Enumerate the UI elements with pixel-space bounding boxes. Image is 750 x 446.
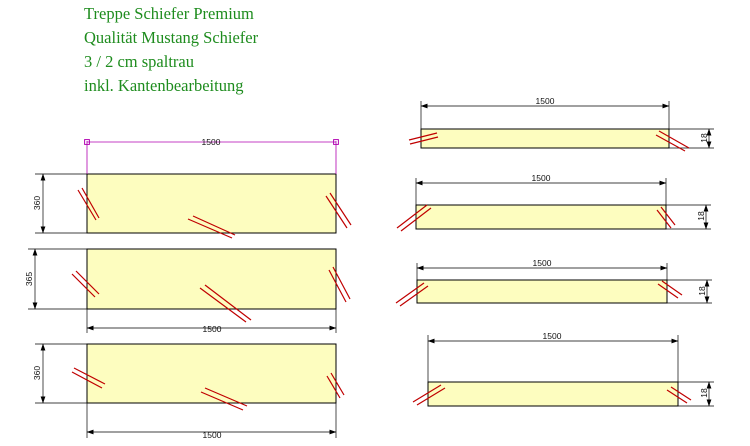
riser-3-slab[interactable] <box>416 279 668 304</box>
riser-1-length-label: 1500 <box>536 96 555 106</box>
riser-2-length-dimension <box>415 178 667 205</box>
tread-3-length-dimension <box>86 403 337 438</box>
riser-2: 1500 18 <box>396 173 711 232</box>
tread-3-length-label: 1500 <box>203 430 222 440</box>
riser-4-length-dimension <box>427 335 679 382</box>
riser-1-height-dimension <box>669 128 714 149</box>
tread-2-depth-dimension <box>28 248 87 310</box>
tread-2-slab[interactable] <box>86 248 337 310</box>
tread-2: 365 1500 <box>24 248 351 334</box>
tread-3-depth-dimension <box>35 343 87 404</box>
riser-4-slab[interactable] <box>427 381 679 407</box>
title-line-1: Treppe Schiefer Premium <box>84 4 254 23</box>
riser-4: 1500 18 <box>412 331 714 407</box>
riser-2-length-label: 1500 <box>532 173 551 183</box>
tread-3-slab[interactable] <box>86 343 337 404</box>
tread-2-length-dimension <box>86 309 337 333</box>
tread-1-break-marks <box>77 187 352 239</box>
riser-1-slab[interactable] <box>420 128 670 149</box>
riser-1: 1500 18 <box>408 96 714 152</box>
tread-3-depth-label: 360 <box>32 366 42 380</box>
tread-1-slab[interactable] <box>86 173 337 234</box>
riser-4-break-marks <box>412 384 692 406</box>
riser-2-slab[interactable] <box>415 204 667 230</box>
riser-2-break-marks <box>396 204 676 232</box>
riser-3-height-dimension <box>667 279 712 304</box>
riser-2-height-label: 18 <box>696 211 706 221</box>
tread-1-length-label: 1500 <box>202 137 221 147</box>
tread-2-length-label: 1500 <box>203 324 222 334</box>
tread-1-depth-label: 360 <box>32 196 42 210</box>
tread-1-depth-dimension <box>35 173 87 234</box>
riser-3-height-label: 18 <box>697 286 707 296</box>
riser-1-break-marks <box>408 130 690 152</box>
riser-4-length-label: 1500 <box>543 331 562 341</box>
tread-1: 1500 360 <box>32 137 352 239</box>
riser-1-length-dimension <box>420 101 670 129</box>
title-block: Treppe Schiefer Premium Qualität Mustang… <box>84 2 258 98</box>
title-line-3: 3 / 2 cm spaltrau <box>84 52 194 71</box>
riser-4-height-label: 18 <box>699 388 709 398</box>
riser-3-length-dimension <box>416 263 668 280</box>
tread-3: 360 1500 <box>32 343 345 440</box>
riser-3-break-marks <box>395 280 683 307</box>
riser-2-height-dimension <box>666 204 711 230</box>
riser-3-length-label: 1500 <box>533 258 552 268</box>
riser-4-height-dimension <box>678 381 714 407</box>
riser-3: 1500 18 <box>395 258 712 307</box>
tread-3-break-marks <box>71 367 345 411</box>
title-line-2: Qualität Mustang Schiefer <box>84 28 259 47</box>
title-line-4: inkl. Kantenbearbeitung <box>84 76 244 95</box>
tread-2-break-marks <box>71 266 351 323</box>
tread-2-depth-label: 365 <box>24 272 34 286</box>
tread-1-length-dimension <box>84 139 339 174</box>
riser-1-height-label: 18 <box>699 133 709 143</box>
